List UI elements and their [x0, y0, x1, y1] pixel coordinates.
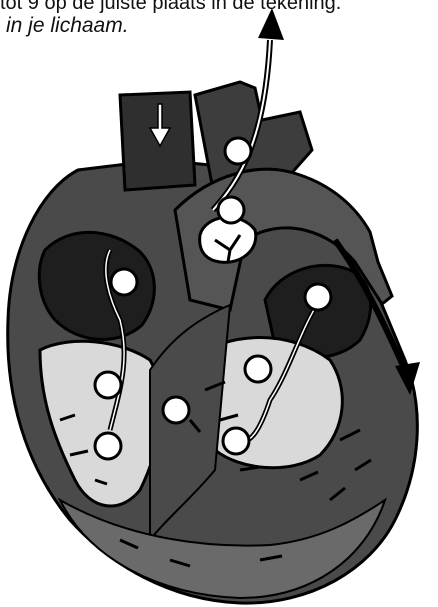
marker-circle: [95, 433, 121, 459]
marker-circle: [95, 372, 121, 398]
marker-circle: [163, 397, 189, 423]
marker-circle: [218, 197, 244, 223]
marker-circle: [305, 284, 331, 310]
marker-circle: [225, 138, 251, 164]
marker-circle: [111, 269, 137, 295]
marker-circle: [245, 356, 271, 382]
marker-circle: [223, 428, 249, 454]
up-right-arrowhead-icon: [258, 8, 284, 40]
